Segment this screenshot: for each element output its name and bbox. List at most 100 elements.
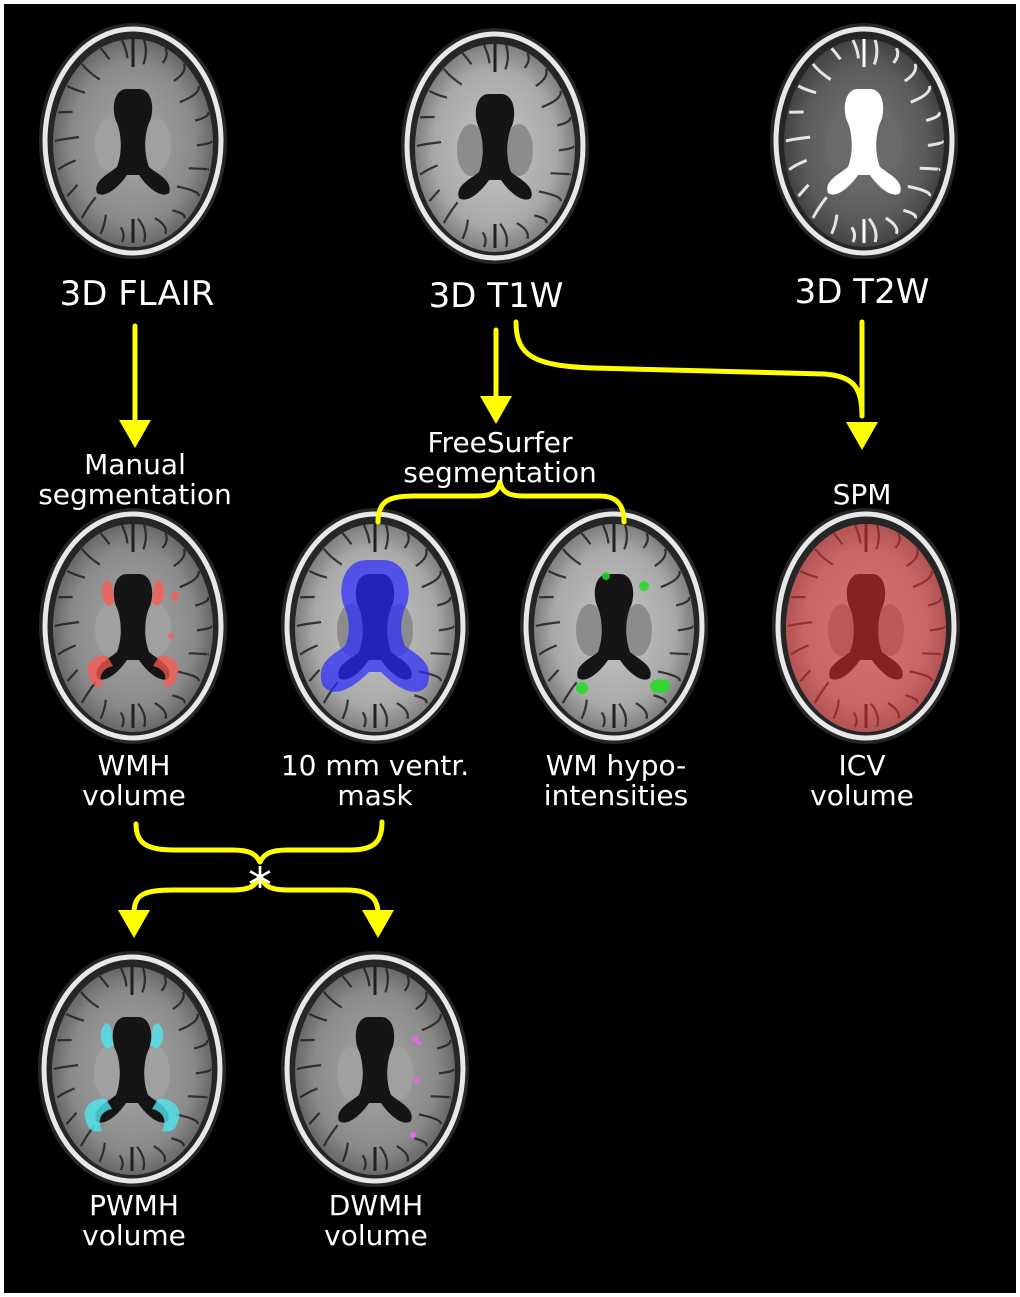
- sulcus: [562, 548, 582, 566]
- skull: [284, 511, 466, 741]
- sulcus: [196, 140, 213, 147]
- icv-overlay: [786, 524, 946, 732]
- method-label-manual-line1: Manual: [84, 448, 186, 481]
- sulcus: [161, 532, 168, 549]
- sulcus: [443, 68, 463, 86]
- sulcus: [194, 111, 210, 122]
- sulcus: [66, 669, 79, 682]
- output-label-pwmh: PWMH volume: [82, 1190, 186, 1253]
- output-label-wmh: WMH volume: [82, 750, 186, 813]
- wm-hypo-spot: [576, 682, 588, 694]
- sulcus: [535, 68, 548, 88]
- dwmh-overlay: [410, 1036, 422, 1138]
- wm-hypo-overlay: [576, 572, 670, 694]
- sulcus: [384, 524, 389, 550]
- sulci: [296, 967, 455, 1171]
- sulcus: [653, 694, 667, 704]
- sulcus: [53, 1064, 79, 1071]
- output-label-wmh-line2: volume: [82, 779, 186, 813]
- sulcus: [675, 596, 691, 607]
- sulcus: [403, 532, 410, 549]
- sulcus: [154, 702, 167, 720]
- sulcus: [892, 47, 900, 64]
- sulcus: [362, 967, 371, 987]
- skull: [773, 26, 955, 256]
- sulcus: [788, 159, 808, 171]
- sulcus: [80, 991, 100, 1009]
- sulcus: [541, 90, 562, 109]
- arrowhead-pwmh: [118, 910, 150, 938]
- output-label-wmhypo: WM hypo- intensities: [544, 750, 688, 811]
- sulcus: [421, 1013, 442, 1032]
- sulcus: [396, 1145, 409, 1163]
- brain-t1w: [401, 28, 589, 264]
- deep-grey-left: [95, 119, 123, 171]
- deep-grey-left: [337, 1047, 365, 1099]
- ventricles: [458, 94, 532, 200]
- sulcus: [635, 702, 648, 720]
- sulcus: [54, 621, 80, 628]
- brace-combine: [133, 819, 385, 865]
- sulcus: [556, 116, 572, 127]
- deep-grey-right: [143, 119, 171, 171]
- sulcus: [341, 975, 353, 988]
- sulcus: [153, 1145, 166, 1163]
- sulcus: [428, 189, 441, 202]
- sulcus: [811, 196, 828, 219]
- sulcus: [561, 681, 578, 704]
- sulcus: [141, 967, 146, 993]
- sulcus: [677, 625, 694, 632]
- sulcus: [308, 1012, 328, 1022]
- sulcus: [194, 596, 210, 607]
- wm-hypo-spot: [650, 679, 670, 693]
- sulcus: [172, 209, 186, 219]
- sulcus: [119, 967, 128, 987]
- sulcus: [98, 975, 110, 988]
- pwmh-lesion: [152, 1098, 180, 1132]
- sulcus: [927, 139, 944, 147]
- sulcus: [65, 1112, 78, 1125]
- sulcus: [296, 1064, 322, 1071]
- scan-label-flair: 3D FLAIR: [59, 274, 215, 314]
- sulcus: [172, 694, 186, 704]
- sulcus: [580, 532, 592, 545]
- sulcus: [361, 711, 367, 728]
- output-label-pwmh-line2: volume: [82, 1219, 186, 1253]
- dwmh-spot: [412, 1036, 418, 1042]
- dwmh-spot: [414, 1078, 420, 1084]
- sulcus: [872, 39, 879, 65]
- sulcus: [442, 201, 459, 224]
- skull: [775, 511, 957, 741]
- method-label-freesurfer-line2: segmentation: [403, 456, 597, 490]
- sulcus: [436, 596, 452, 607]
- sulcus: [421, 570, 442, 589]
- ventricle-mask-overlay: [320, 560, 430, 692]
- sulcus: [99, 214, 107, 235]
- sulcus: [296, 621, 322, 628]
- skull: [523, 511, 705, 741]
- sulcus: [903, 63, 918, 83]
- arrowhead-freesurfer: [480, 396, 512, 424]
- sulcus: [161, 47, 168, 64]
- sulcus: [119, 226, 125, 243]
- skull: [404, 31, 586, 261]
- sulcus: [523, 52, 530, 69]
- sulci: [296, 524, 455, 728]
- sulcus: [99, 532, 111, 545]
- method-label-freesurfer-line1: FreeSurfer: [427, 426, 573, 459]
- sulcus: [384, 967, 389, 993]
- sulcus: [867, 217, 878, 243]
- sulcus: [669, 652, 691, 656]
- sulcus: [188, 652, 210, 656]
- sulcus: [196, 625, 213, 632]
- method-label-spm: SPM: [832, 478, 892, 511]
- output-label-ventmask: 10 mm ventr. mask: [281, 750, 469, 811]
- sulci: [54, 39, 213, 243]
- pwmh-overlay: [84, 1023, 180, 1132]
- deep-grey-right: [143, 604, 171, 656]
- ventricles: [95, 1017, 169, 1123]
- sulcus: [547, 669, 560, 682]
- sulcus: [642, 532, 649, 549]
- sulcus: [438, 625, 455, 632]
- brace-freesurfer: [375, 479, 627, 525]
